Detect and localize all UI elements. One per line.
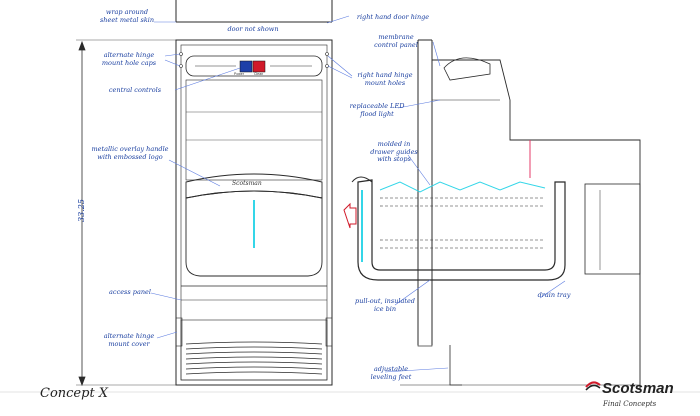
clean-label: Clean	[254, 72, 264, 76]
concept-title: Concept X	[40, 386, 109, 401]
pull-arrow-icon	[343, 202, 357, 229]
clean-button[interactable]	[252, 60, 266, 73]
grille-slat	[185, 341, 323, 345]
scotsman-logo-icon	[585, 381, 601, 391]
ice-bin[interactable]	[357, 179, 566, 281]
callout-central-controls: central controls	[108, 86, 162, 94]
power-button[interactable]	[239, 60, 253, 73]
leader-lines	[150, 15, 566, 373]
grille-slat	[185, 361, 323, 365]
cabinet-outline	[175, 39, 333, 386]
led-light-line	[379, 181, 546, 193]
access-panel	[180, 319, 328, 381]
handle-logo: Scotsman	[232, 180, 262, 187]
grille-slat	[185, 366, 323, 370]
callout-drain-tray: drain tray	[537, 291, 571, 299]
brand-subtitle: Final Concepts	[603, 400, 657, 408]
callout-rh-door-hinge: right hand door hinge	[356, 13, 430, 21]
height-dimension-label: 33.25	[76, 199, 86, 222]
grille-slat	[185, 371, 323, 375]
vent-grille	[185, 341, 323, 375]
grille-slat	[185, 356, 323, 360]
front-view	[175, 0, 333, 386]
callout-access-panel: access panel	[109, 288, 151, 296]
grille-slat	[185, 351, 323, 355]
side-view	[351, 39, 641, 390]
control-panel	[185, 55, 323, 77]
height-dimension	[76, 39, 176, 387]
grille-slat	[185, 346, 323, 350]
brand-name: Scotsman	[602, 380, 674, 397]
callout-door-not-shown: door not shown	[227, 25, 279, 33]
power-label: Power	[234, 72, 244, 76]
hinge-hole-right-1	[325, 52, 329, 56]
